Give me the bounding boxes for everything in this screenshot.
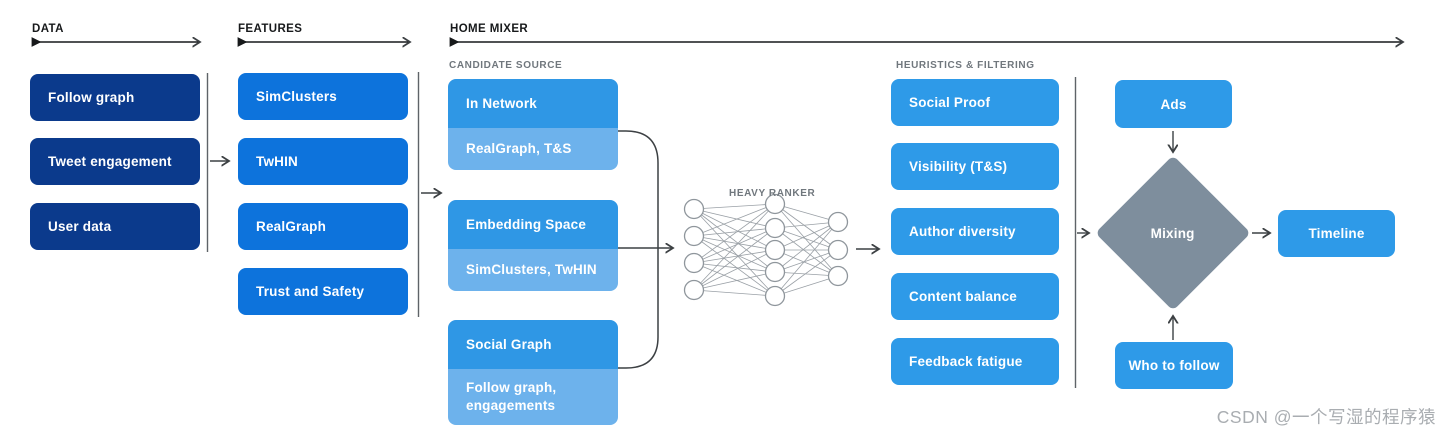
node-user-data: User data [30,203,200,250]
node-social-graph: Social Graph Follow graph, engagements [448,320,618,425]
node-simclusters: SimClusters [238,73,408,120]
node-content-balance: Content balance [891,273,1059,320]
node-trust-and-safety: Trust and Safety [238,268,408,315]
candidate-merge-bracket [618,130,659,369]
node-embedding-space: Embedding Space SimClusters, TwHIN [448,200,618,291]
section-header-data: DATA [32,23,64,35]
node-who-to-follow: Who to follow [1115,342,1233,389]
node-visibility-ts: Visibility (T&S) [891,143,1059,190]
node-realgraph: RealGraph [238,203,408,250]
node-follow-graph: Follow graph [30,74,200,121]
node-author-diversity: Author diversity [891,208,1059,255]
node-timeline: Timeline [1278,210,1395,257]
node-feedback-fatigue: Feedback fatigue [891,338,1059,385]
neural-network-graphic [683,193,849,307]
node-twhin: TwHIN [238,138,408,185]
node-tweet-engagement: Tweet engagement [30,138,200,185]
csdn-watermark: CSDN @一个写湿的程序猿 [1216,407,1436,427]
node-ads: Ads [1115,80,1232,128]
node-mixing-diamond: Mixing [1095,155,1251,311]
section-header-home-mixer: HOME MIXER [450,23,529,35]
section-header-features: FEATURES [238,23,303,35]
label-heavy-ranker: HEAVY RANKER [729,188,816,199]
label-heuristics-filtering: HEURISTICS & FILTERING [896,60,1035,71]
node-social-proof: Social Proof [891,79,1059,126]
label-candidate-source: CANDIDATE SOURCE [449,60,563,71]
node-in-network: In Network RealGraph, T&S [448,79,618,170]
